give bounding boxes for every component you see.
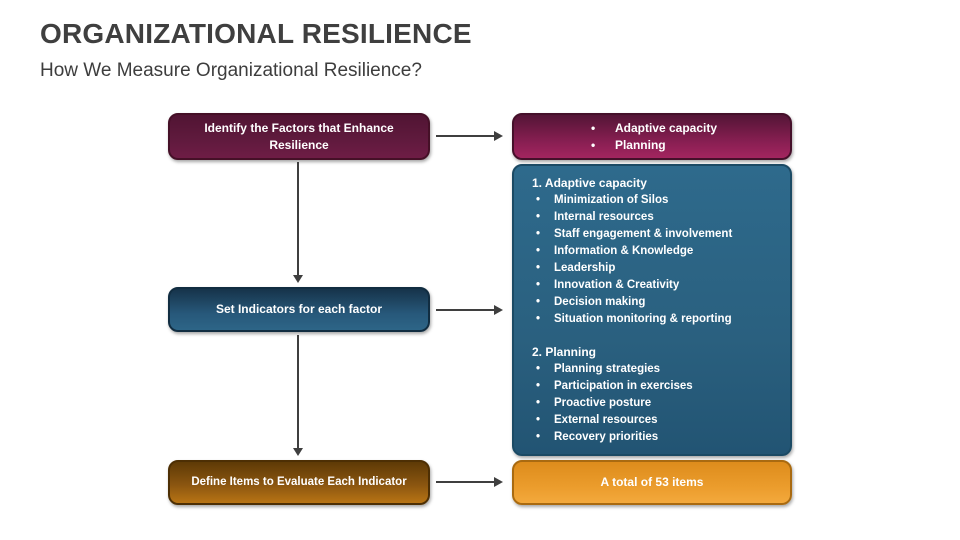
list-item: Planning — [587, 137, 717, 154]
list-item: Proactive posture — [532, 395, 782, 412]
indicator-section-adaptive-capacity: 1. Adaptive capacity Minimization of Sil… — [532, 175, 782, 328]
indicator-section-planning: 2. Planning Planning strategies Particip… — [532, 344, 782, 446]
list-item: Recovery priorities — [532, 429, 782, 446]
factors-summary-box: Adaptive capacity Planning — [512, 113, 792, 160]
list-item: Planning strategies — [532, 361, 782, 378]
slide-subtitle: How We Measure Organizational Resilience… — [40, 60, 422, 81]
flow-step-identify-box: Identify the Factors that Enhance Resili… — [168, 113, 430, 160]
indicators-detail-panel: 1. Adaptive capacity Minimization of Sil… — [512, 164, 792, 456]
arrow-right-icon — [436, 131, 503, 141]
list-item: Internal resources — [532, 209, 782, 226]
section-list: Planning strategies Participation in exe… — [532, 361, 782, 446]
section-list: Minimization of Silos Internal resources… — [532, 192, 782, 328]
list-item: Decision making — [532, 294, 782, 311]
arrow-right-icon — [436, 477, 503, 487]
section-heading: 2. Planning — [532, 345, 597, 359]
list-item: External resources — [532, 412, 782, 429]
list-item: Information & Knowledge — [532, 243, 782, 260]
list-item: Staff engagement & involvement — [532, 226, 782, 243]
total-items-label: A total of 53 items — [600, 475, 704, 489]
list-item: Innovation & Creativity — [532, 277, 782, 294]
slide-title: ORGANIZATIONAL RESILIENCE — [40, 18, 472, 49]
flow-step-set-indicators-box: Set Indicators for each factor — [168, 287, 430, 332]
list-item: Participation in exercises — [532, 378, 782, 395]
list-item: Situation monitoring & reporting — [532, 311, 782, 328]
arrow-down-icon — [293, 335, 303, 456]
list-item: Leadership — [532, 260, 782, 277]
arrow-right-icon — [436, 305, 503, 315]
list-item: Minimization of Silos — [532, 192, 782, 209]
factors-bullet-list: Adaptive capacity Planning — [587, 120, 717, 154]
flow-step-define-items-box: Define Items to Evaluate Each Indicator — [168, 460, 430, 505]
section-heading: 1. Adaptive capacity — [532, 176, 647, 190]
list-item: Adaptive capacity — [587, 120, 717, 137]
flow-step-set-indicators-label: Set Indicators for each factor — [215, 302, 383, 316]
arrow-down-icon — [293, 162, 303, 283]
total-items-box: A total of 53 items — [512, 460, 792, 505]
flow-step-define-items-label: Define Items to Evaluate Each Indicator — [191, 476, 407, 488]
flow-step-identify-label: Identify the Factors that Enhance Resili… — [204, 120, 394, 152]
